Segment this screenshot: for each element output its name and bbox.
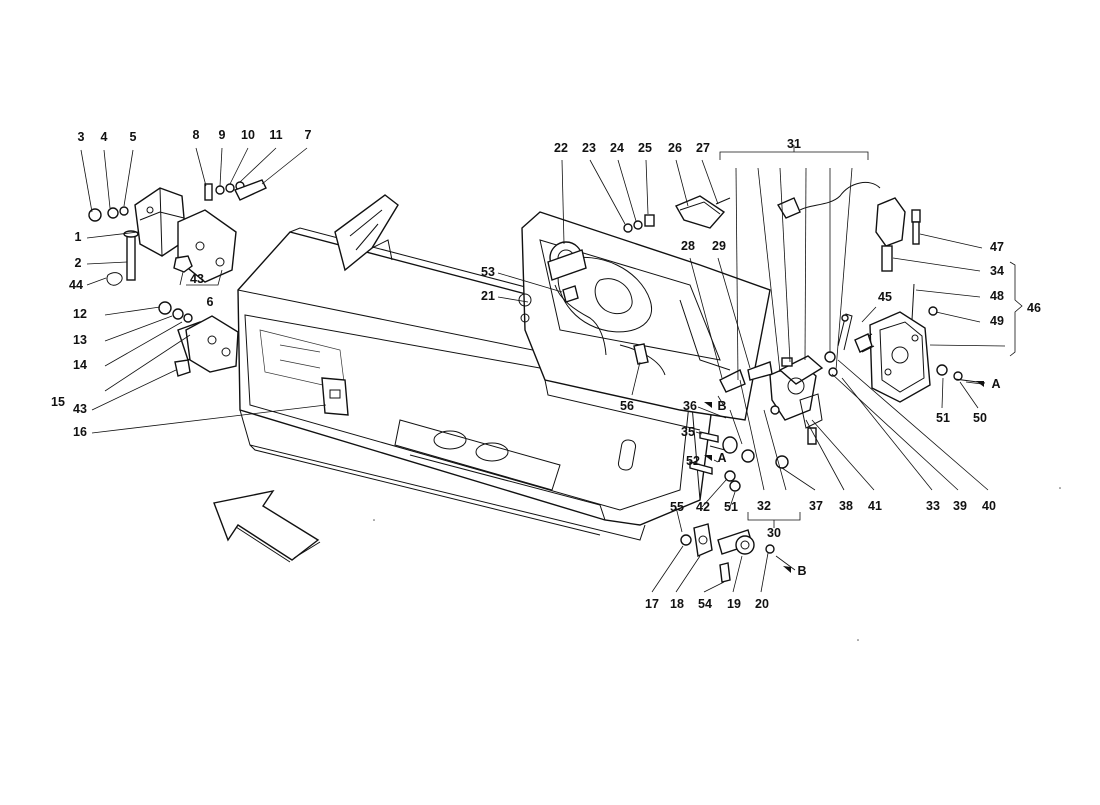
- regulator-motor: [547, 241, 607, 356]
- lower-hinge-assembly: [158, 301, 239, 377]
- callout-27: 27: [696, 141, 710, 155]
- callout-22: 22: [554, 141, 568, 155]
- callout-30: 30: [767, 526, 781, 540]
- lock-mechanism: [719, 313, 853, 469]
- callout-13: 13: [73, 333, 87, 347]
- callout-55: 55: [670, 500, 684, 514]
- letter-a-marker: A: [717, 451, 726, 465]
- callout-15: 15: [51, 395, 65, 409]
- callout-32: 32: [757, 499, 771, 513]
- callout-26: 26: [668, 141, 682, 155]
- callout-39: 39: [953, 499, 967, 513]
- callout-24: 24: [610, 141, 624, 155]
- fasteners: [633, 343, 986, 492]
- upper-hinge-assembly: [88, 179, 267, 286]
- callout-46: 46: [1027, 301, 1041, 315]
- letter-a-marker: A: [991, 377, 1000, 391]
- callout-18: 18: [670, 597, 684, 611]
- callout-7: 7: [305, 128, 312, 142]
- arrowhead-marker: [704, 402, 712, 408]
- callout-21: 21: [481, 289, 495, 303]
- door-latch: [854, 283, 938, 403]
- callout-47: 47: [990, 240, 1004, 254]
- callout-33: 33: [926, 499, 940, 513]
- bracket-parts-23-27: [623, 195, 731, 233]
- callout-20: 20: [755, 597, 769, 611]
- lock-actuator: [776, 181, 921, 272]
- direction-arrow: [213, 489, 321, 563]
- callout-29: 29: [712, 239, 726, 253]
- callout-49: 49: [990, 314, 1004, 328]
- callout-43: 43: [190, 272, 204, 286]
- callout-2: 2: [75, 256, 82, 270]
- callout-14: 14: [73, 358, 87, 372]
- callout-43: 43: [73, 402, 87, 416]
- letter-b-marker: B: [797, 564, 806, 578]
- callout-38: 38: [839, 499, 853, 513]
- letter-b-marker: B: [717, 399, 726, 413]
- callout-25: 25: [638, 141, 652, 155]
- callout-48: 48: [990, 289, 1004, 303]
- callout-50: 50: [973, 411, 987, 425]
- callout-31: 31: [787, 137, 801, 151]
- callout-51: 51: [936, 411, 950, 425]
- callout-10: 10: [241, 128, 255, 142]
- background-specks: [373, 487, 1061, 641]
- callout-3: 3: [78, 130, 85, 144]
- callout-44: 44: [69, 278, 83, 292]
- callout-4: 4: [101, 130, 108, 144]
- callout-12: 12: [73, 307, 87, 321]
- arrowhead-marker: [704, 455, 712, 461]
- callout-41: 41: [868, 499, 882, 513]
- callout-8: 8: [193, 128, 200, 142]
- callout-52: 52: [686, 454, 700, 468]
- callout-42: 42: [696, 500, 710, 514]
- callout-17: 17: [645, 597, 659, 611]
- callout-45: 45: [878, 290, 892, 304]
- leader-lines: [80, 145, 1023, 593]
- arrowhead-marker: [976, 381, 984, 387]
- callout-28: 28: [681, 239, 695, 253]
- window-frame: [334, 194, 399, 272]
- callout-36: 36: [683, 399, 697, 413]
- callout-23: 23: [582, 141, 596, 155]
- callout-9: 9: [219, 128, 226, 142]
- outside-handle-parts: [680, 523, 775, 583]
- callout-16: 16: [73, 425, 87, 439]
- callout-37: 37: [809, 499, 823, 513]
- callout-56: 56: [620, 399, 634, 413]
- callout-40: 40: [982, 499, 996, 513]
- arrowhead-marker: [783, 566, 791, 573]
- callout-35: 35: [681, 425, 695, 439]
- callout-5: 5: [130, 130, 137, 144]
- callout-53: 53: [481, 265, 495, 279]
- callout-11: 11: [269, 128, 282, 142]
- callout-19: 19: [727, 597, 741, 611]
- callout-6: 6: [207, 295, 214, 309]
- callout-34: 34: [990, 264, 1004, 278]
- callout-51: 51: [724, 500, 738, 514]
- callout-1: 1: [75, 230, 82, 244]
- callout-54: 54: [698, 597, 712, 611]
